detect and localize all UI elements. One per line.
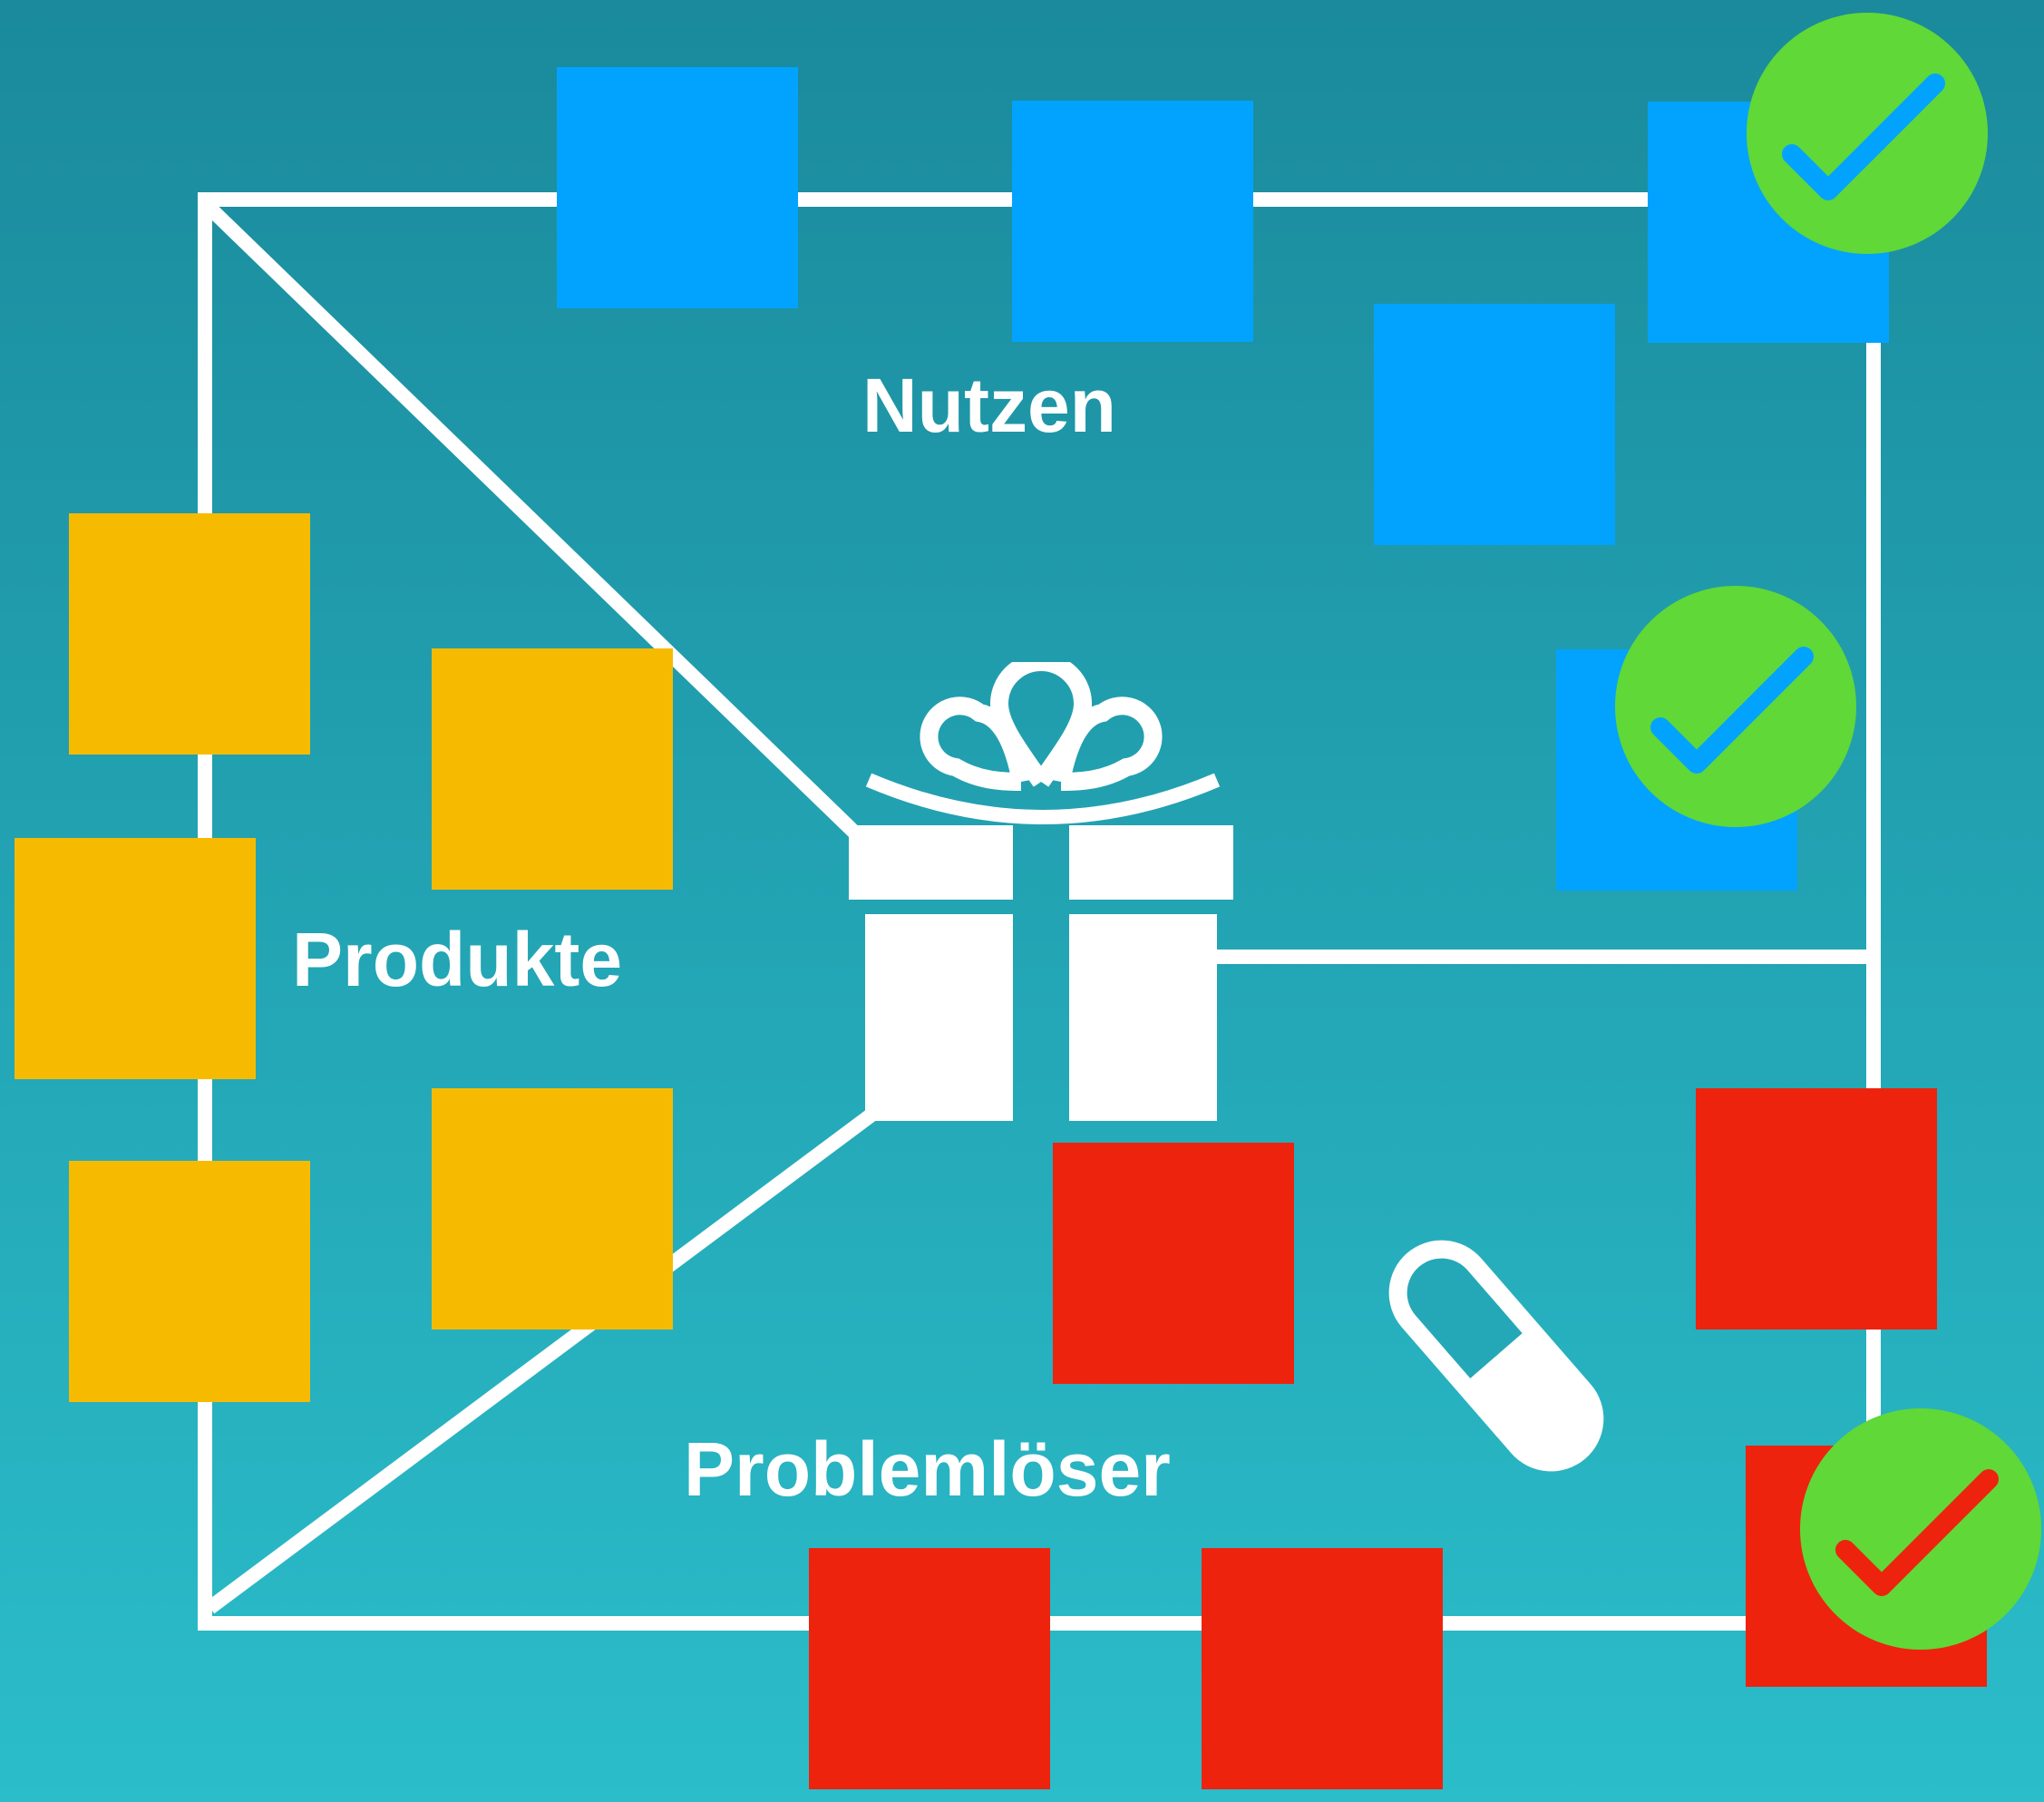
checkmark-badge-icon xyxy=(1800,1408,2041,1650)
problem-solver-note xyxy=(1053,1143,1294,1384)
product-note xyxy=(69,1161,310,1402)
problem-solvers-label: Problemlöser xyxy=(684,1427,1171,1512)
product-note xyxy=(69,513,310,755)
product-note xyxy=(432,648,673,890)
benefit-note xyxy=(1012,101,1253,342)
benefits-label: Nutzen xyxy=(862,363,1116,448)
problem-solver-note xyxy=(1696,1088,1937,1330)
product-note xyxy=(15,838,256,1079)
checkmark-badge-icon xyxy=(1747,13,1988,254)
checkmark-badge-icon xyxy=(1615,586,1856,827)
problem-solver-note xyxy=(809,1548,1050,1789)
product-note xyxy=(432,1088,673,1330)
products-label: Produkte xyxy=(292,917,623,1002)
pill-icon xyxy=(1388,1240,1604,1472)
problem-solver-note xyxy=(1202,1548,1443,1789)
benefit-note xyxy=(557,67,798,308)
benefit-note xyxy=(1374,304,1615,545)
gift-icon xyxy=(849,662,1233,1121)
